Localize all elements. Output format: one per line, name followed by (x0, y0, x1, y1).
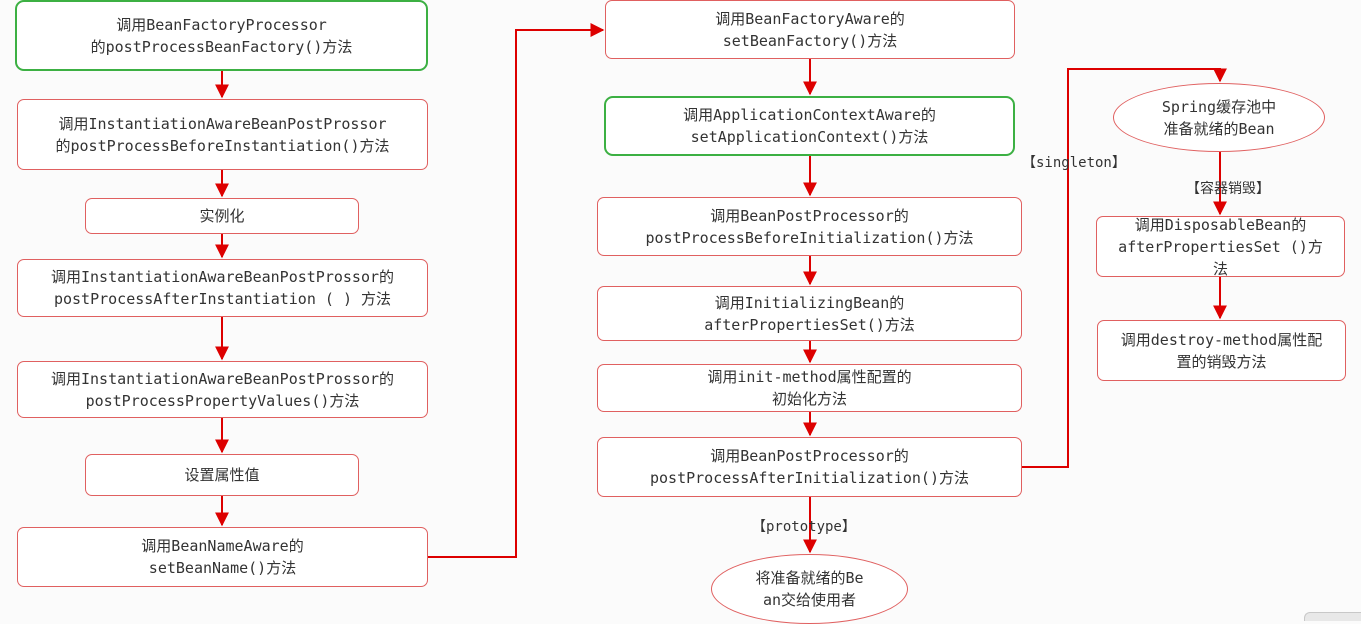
prototype-label: 【prototype】 (752, 519, 856, 535)
before-instantiation-box: 调用InstantiationAwareBeanPostProssor 的pos… (17, 99, 428, 170)
application-context-aware-box: 调用ApplicationContextAware的 setApplicatio… (604, 96, 1015, 156)
disposable-bean-box: 调用DisposableBean的 afterPropertiesSet ()方… (1096, 216, 1345, 278)
instantiate-box: 实例化 (85, 198, 359, 234)
set-properties-box: 设置属性值 (85, 454, 359, 496)
arrow-m6-r1 (1021, 68, 1227, 468)
singleton-label: 【singleton】 (1022, 155, 1126, 171)
after-instantiation-box: 调用InstantiationAwareBeanPostProssor的 pos… (17, 259, 428, 317)
after-initialization-box: 调用BeanPostProcessor的 postProcessAfterIni… (597, 437, 1022, 497)
property-values-box: 调用InstantiationAwareBeanPostProssor的 pos… (17, 361, 428, 418)
container-destroy-label: 【容器销毁】 (1186, 181, 1270, 197)
before-initialization-box: 调用BeanPostProcessor的 postProcessBeforeIn… (597, 197, 1022, 256)
destroy-method-box: 调用destroy-method属性配 置的销毁方法 (1097, 320, 1346, 381)
initializing-bean-box: 调用InitializingBean的 afterPropertiesSet()… (597, 286, 1022, 341)
bean-name-aware-box: 调用BeanNameAware的 setBeanName()方法 (17, 527, 428, 587)
init-method-box: 调用init-method属性配置的 初始化方法 (597, 364, 1022, 412)
arrow-n7-m1 (428, 23, 605, 558)
bean-factory-processor-box: 调用BeanFactoryProcessor 的postProcessBeanF… (15, 0, 428, 71)
bean-factory-aware-box: 调用BeanFactoryAware的 setBeanFactory()方法 (605, 0, 1015, 59)
spring-cache-pool-ellipse: Spring缓存池中 准备就绪的Bean (1113, 83, 1325, 152)
handover-bean-ellipse: 将准备就绪的Be an交给使用者 (711, 554, 908, 624)
scroll-corner (1304, 612, 1361, 621)
